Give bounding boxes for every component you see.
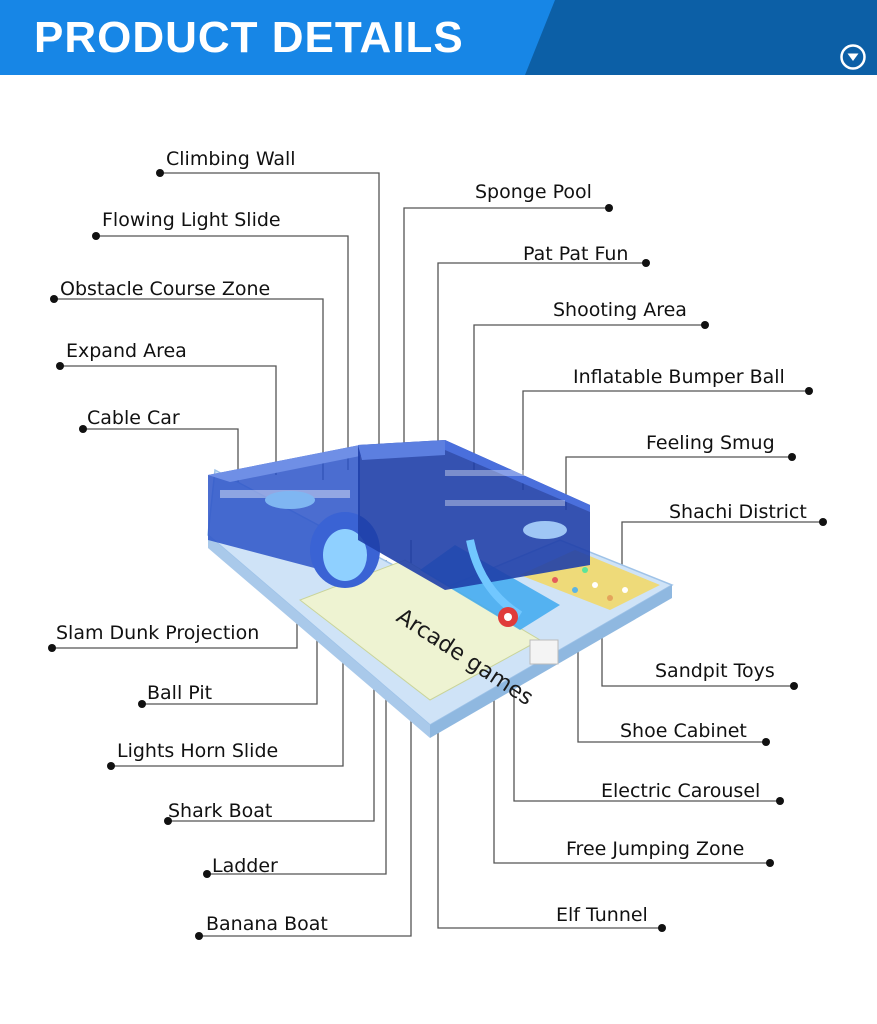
label-elf-tunnel: Elf Tunnel: [556, 904, 648, 926]
label-obstacle-course-zone: Obstacle Course Zone: [60, 278, 271, 300]
central-structure: [358, 440, 590, 590]
label-banana-boat: Banana Boat: [206, 913, 328, 935]
left-structure-roof: [208, 445, 380, 482]
header-background: [0, 0, 877, 75]
header-light-band: [0, 0, 555, 75]
label-inflatable-bumper-ball: Inflatable Bumper Ball: [573, 366, 785, 388]
label-shachi-district: Shachi District: [669, 501, 807, 523]
chevron-down-circle-icon[interactable]: [839, 43, 867, 71]
label-shark-boat: Shark Boat: [168, 800, 273, 822]
label-ball-pit: Ball Pit: [147, 682, 213, 704]
label-feeling-smug: Feeling Smug: [646, 432, 775, 454]
label-climbing-wall: Climbing Wall: [166, 148, 296, 170]
label-electric-carousel: Electric Carousel: [601, 780, 761, 802]
page-title: PRODUCT DETAILS: [34, 13, 464, 62]
label-shooting-area: Shooting Area: [553, 299, 687, 321]
label-shoe-cabinet: Shoe Cabinet: [620, 720, 747, 742]
whale-figure: [523, 521, 567, 539]
label-slam-dunk-projection: Slam Dunk Projection: [56, 622, 260, 644]
header-dark-band: [515, 0, 877, 75]
label-expand-area: Expand Area: [66, 340, 187, 362]
label-flowing-light-slide: Flowing Light Slide: [102, 209, 281, 231]
label-cable-car: Cable Car: [87, 407, 180, 429]
label-ladder: Ladder: [212, 855, 278, 877]
label-free-jumping-zone: Free Jumping Zone: [566, 838, 745, 860]
shoe-cabinet-shape: [529, 639, 559, 665]
label-sponge-pool: Sponge Pool: [475, 181, 592, 203]
label-lights-horn-slide: Lights Horn Slide: [117, 740, 279, 762]
platform-edge-left: [208, 535, 430, 738]
label-sandpit-toys: Sandpit Toys: [655, 660, 775, 682]
label-pat-pat-fun: Pat Pat Fun: [523, 243, 629, 265]
shark-figure: [265, 491, 315, 509]
header-banner: PRODUCT DETAILS: [0, 0, 877, 75]
